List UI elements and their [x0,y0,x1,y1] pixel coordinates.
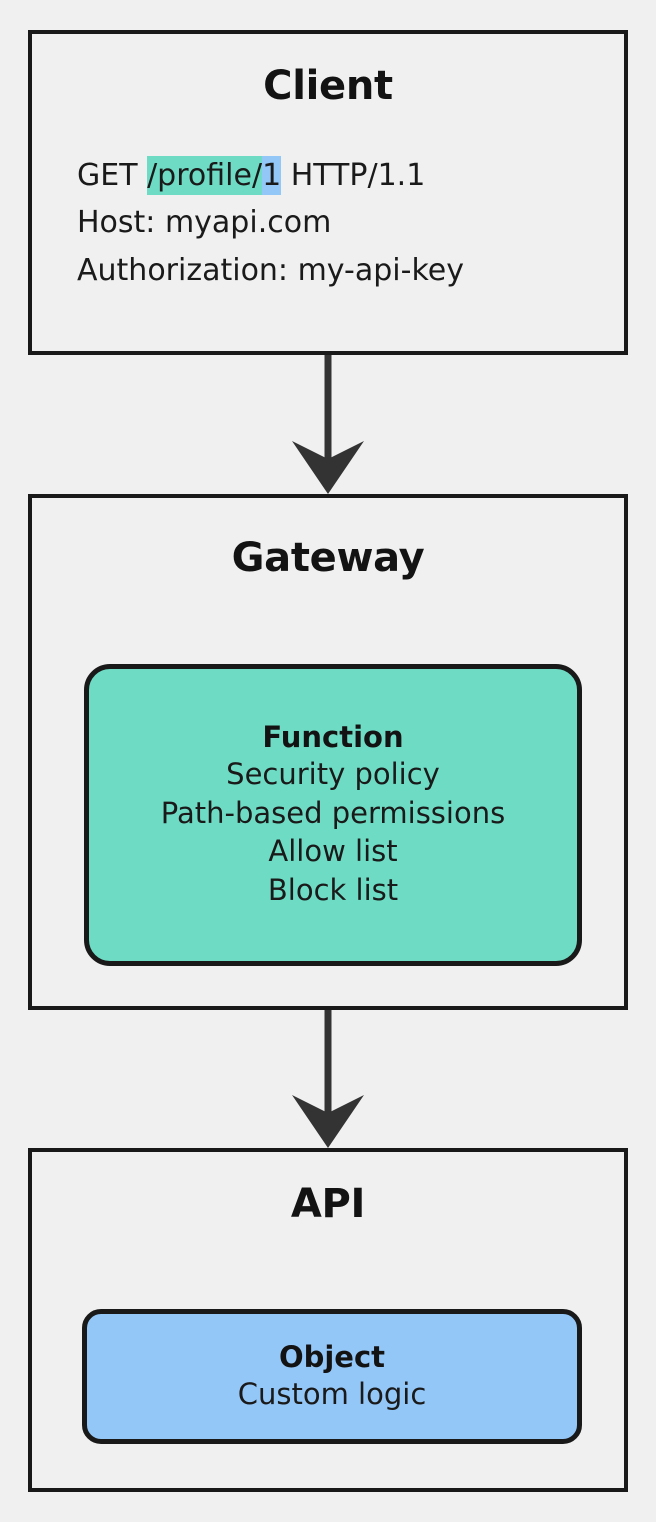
node-client-title: Client [263,63,393,109]
request-line-1: GET /profile/1 HTTP/1.1 [77,152,624,199]
request-line-2: Host: myapi.com [77,205,332,241]
request-id-highlight: 1 [262,156,282,195]
node-client: Client GET /profile/1 HTTP/1.1 Host: mya… [28,30,628,355]
function-item-2: Allow list [268,834,398,869]
function-item-3: Block list [267,872,399,907]
subnode-function-title: Function [262,720,404,755]
function-item-1: Path-based permissions [160,795,506,830]
subnode-object-title: Object [278,1339,386,1374]
request-path-highlight: /profile/ [147,156,263,195]
node-api: API Object Custom logic [28,1148,628,1492]
function-item-0: Security policy [226,757,440,792]
object-item-0: Custom logic [237,1376,427,1411]
subnode-function: Function Security policy Path-based perm… [84,664,582,966]
request-line-3: Authorization: my-api-key [77,252,464,288]
subnode-object: Object Custom logic [82,1309,582,1444]
node-gateway: Gateway Function Security policy Path-ba… [28,494,628,1010]
request-method: GET [77,158,148,193]
client-request-block: GET /profile/1 HTTP/1.1 Host: myapi.com … [32,152,624,294]
request-protocol: HTTP/1.1 [281,158,426,193]
node-api-title: API [290,1181,366,1227]
node-gateway-title: Gateway [231,535,425,581]
